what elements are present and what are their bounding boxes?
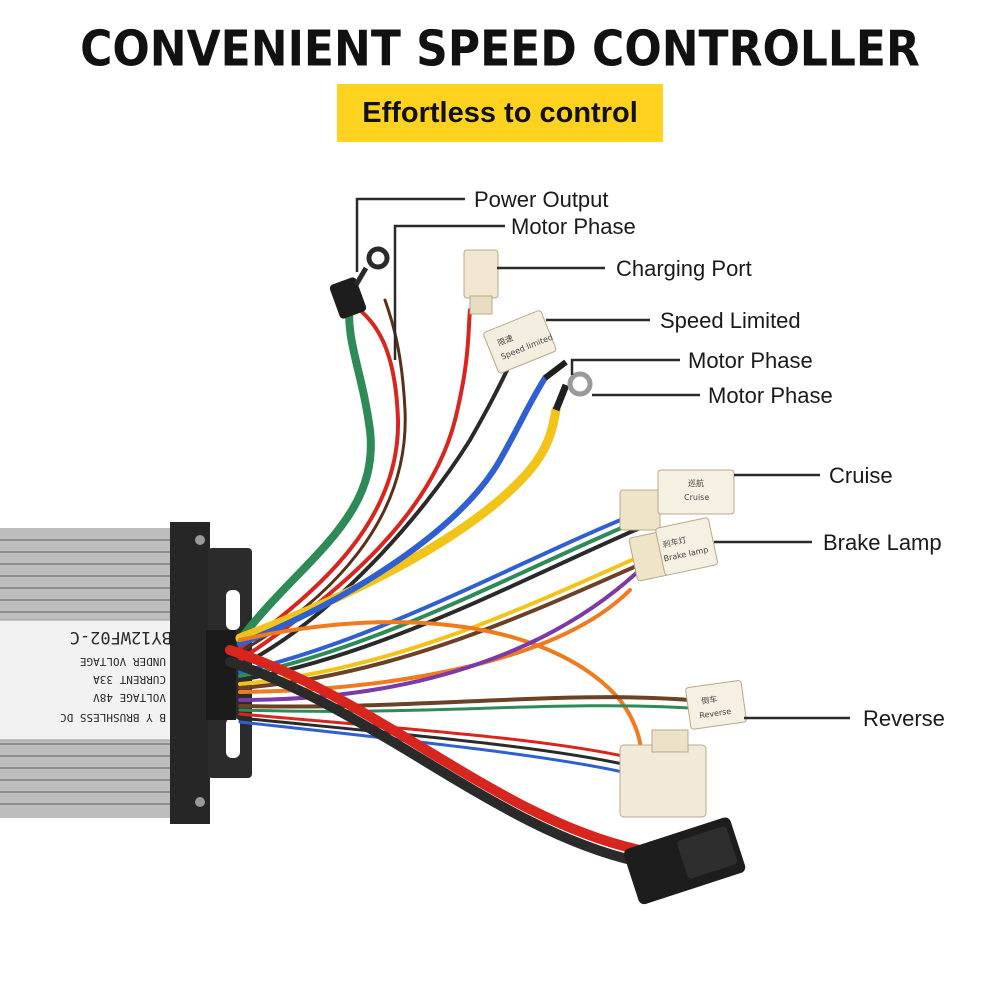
wire-reverse-1 bbox=[238, 695, 692, 709]
sticker-line-current: CURRENT 33A bbox=[93, 673, 166, 686]
controller-sticker bbox=[0, 619, 173, 741]
callout-lines bbox=[355, 197, 850, 720]
wire-cruise-3 bbox=[238, 526, 642, 682]
wire-bundle bbox=[225, 296, 692, 867]
sticker-line-brand: B Y BRUSHLESS DC bbox=[60, 711, 166, 724]
wire-reverse-2 bbox=[238, 704, 692, 713]
sticker-model: BY12WF02-C bbox=[70, 627, 172, 647]
callout-speed-limited: Speed Limited bbox=[660, 308, 801, 333]
leader-motor-phase-2 bbox=[570, 358, 680, 375]
hall-sensor-connector bbox=[619, 729, 707, 818]
callout-motor-phase-1: Motor Phase bbox=[511, 214, 636, 239]
heatsink-fins bbox=[0, 539, 180, 805]
wire-green bbox=[236, 296, 375, 644]
reverse-connector: 倒车 Reverse bbox=[685, 680, 747, 730]
leader-power-output bbox=[355, 197, 465, 272]
cruise-en-text: Cruise bbox=[684, 493, 709, 502]
reverse-cn-text: 倒车 bbox=[701, 694, 718, 706]
callout-charging-port: Charging Port bbox=[616, 256, 752, 281]
sticker-line-voltage: VOLTAGE 48V bbox=[93, 691, 166, 704]
cruise-connector: 巡航 Cruise bbox=[619, 469, 735, 531]
sticker-line-undervoltage: UNDER VOLTAGE bbox=[80, 655, 166, 668]
motor-phase-terminal-yellow bbox=[552, 371, 593, 412]
wire-hall-2 bbox=[238, 716, 642, 770]
brake-lamp-connector: 刹车灯 Brake lamp bbox=[628, 517, 718, 582]
controller-body: B Y BRUSHLESS DC VOLTAGE 48V CURRENT 33A… bbox=[0, 522, 252, 824]
callout-cruise: Cruise bbox=[829, 463, 893, 488]
wire-hall-3 bbox=[238, 720, 642, 778]
wire-red-tall bbox=[238, 310, 401, 650]
controller-sticker-text: B Y BRUSHLESS DC VOLTAGE 48V CURRENT 33A… bbox=[60, 627, 172, 724]
reverse-en-text: Reverse bbox=[699, 707, 732, 720]
callout-reverse: Reverse bbox=[863, 706, 945, 731]
motor-phase-terminal-blue bbox=[543, 359, 568, 381]
cruise-cn-text: 巡航 bbox=[688, 478, 704, 488]
power-connector bbox=[623, 817, 746, 905]
controller-end-cap bbox=[170, 522, 210, 824]
brake-cn-text: 刹车灯 bbox=[662, 535, 688, 550]
callout-brake-lamp: Brake Lamp bbox=[823, 530, 942, 555]
wire-power-black bbox=[225, 657, 645, 867]
power-output-terminal bbox=[329, 246, 390, 319]
callout-motor-phase-2: Motor Phase bbox=[688, 348, 813, 373]
callout-labels: Power Output Motor Phase Charging Port S… bbox=[474, 187, 945, 731]
wire-hall-1 bbox=[238, 712, 642, 762]
subtitle-text: Effortless to control bbox=[362, 96, 638, 129]
wire-cruise-1 bbox=[238, 510, 642, 674]
leader-motor-phase-1 bbox=[393, 224, 505, 360]
subtitle-badge: Effortless to control bbox=[337, 84, 663, 142]
wire-blue bbox=[237, 375, 548, 647]
wire-black-speed bbox=[238, 358, 514, 668]
wire-cruise-2 bbox=[238, 518, 642, 678]
page-title: CONVENIENT SPEED CONTROLLER bbox=[80, 20, 920, 79]
callout-power-output: Power Output bbox=[474, 187, 609, 212]
charging-port-connector bbox=[463, 249, 499, 315]
callout-motor-phase-3: Motor Phase bbox=[708, 383, 833, 408]
wire-power-red bbox=[225, 645, 645, 855]
